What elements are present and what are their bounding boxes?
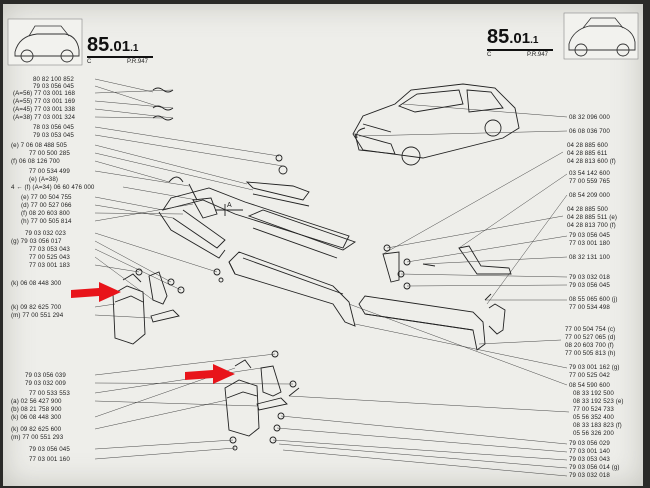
exploded-parts-diagram (71, 78, 570, 477)
part-number-label: 05 56 326 200 (573, 430, 614, 437)
part-number-label: 77 03 053 043 (29, 246, 70, 253)
part-number-label: 04 28 885 611 (567, 150, 608, 157)
dimension-label-a: A (227, 202, 232, 209)
part-number-label: 04 28 813 700 (f) (567, 222, 616, 229)
section-number-right: 85 (487, 26, 510, 48)
thumb-car-left (7, 18, 83, 66)
part-number-label: 77 00 524 733 (573, 406, 614, 413)
part-number-label: (A=38) 77 03 001 324 (13, 114, 76, 121)
part-number-label: (A=55) 77 03 001 169 (13, 98, 76, 105)
part-number-label: 08 33 192 523 (e) (573, 398, 624, 405)
part-number-label: 79 03 032 018 (569, 472, 610, 479)
revision-left: P.R.947 (127, 59, 148, 65)
part-number-label: (b) 08 21 758 900 (11, 406, 62, 413)
part-number-label: (g) 79 03 056 017 (11, 238, 62, 245)
section-sub: .01 (109, 38, 131, 55)
revision-right: P.R.947 (527, 52, 548, 58)
part-number-label: (k) 06 08 448 300 (11, 414, 62, 421)
part-number-label: 79 03 056 045 (33, 83, 74, 90)
part-number-label: 80 82 100 852 (33, 76, 74, 83)
part-number-label: (k) 06 08 448 300 (11, 280, 62, 287)
part-number-label: 04 28 885 600 (567, 142, 608, 149)
part-number-label: 03 54 142 600 (569, 170, 610, 177)
part-number-label: 77 03 001 160 (29, 456, 70, 463)
part-number-label: 04 28 885 500 (567, 206, 608, 213)
part-number-label: 08 33 192 500 (573, 390, 614, 397)
part-number-label: 04 28 885 511 (e) (567, 214, 618, 221)
car-front-icon (7, 18, 83, 66)
car-illustration (352, 83, 520, 166)
part-number-label: 08 54 590 600 (569, 382, 610, 389)
part-number-label: 77 03 001 180 (569, 240, 610, 247)
part-number-label: (d) 77 00 527 066 (21, 202, 72, 209)
part-number-label: 79 03 032 018 (569, 274, 610, 281)
catalog-page: 85.01.1 C P.R.947 85.01.1 C P.R.947 (3, 4, 643, 486)
part-number-label: 77 00 534 498 (569, 304, 610, 311)
red-arrow-icon (71, 282, 121, 302)
part-number-label: 79 03 056 045 (569, 282, 610, 289)
section-number: 85 (87, 34, 110, 56)
version-left: C (87, 59, 92, 65)
version-right: C (487, 52, 492, 58)
part-number-label: 08 32 096 000 (569, 114, 610, 121)
section-suffix-right: .1 (530, 35, 539, 46)
part-number-label: 77 03 001 140 (569, 448, 610, 455)
part-number-label: 08 33 183 823 (f) (573, 422, 622, 429)
part-number-label: 79 03 056 029 (569, 440, 610, 447)
part-number-label: (e) (A=38) (29, 176, 59, 183)
part-number-label: 77 00 525 043 (29, 254, 70, 261)
part-number-label: (m) 77 00 551 293 (11, 434, 64, 441)
section-sub-right: .01 (509, 30, 531, 47)
part-number-label: (m) 77 00 551 294 (11, 312, 64, 319)
part-number-label: (e) 77 00 504 755 (21, 194, 72, 201)
part-number-label: (h) 77 00 505 814 (21, 218, 72, 225)
part-number-label: (k) 09 82 625 700 (11, 304, 62, 311)
part-number-label: (a) 02 56 427 900 (11, 398, 62, 405)
part-number-label: 08 32 131 100 (569, 254, 610, 261)
part-number-label: 05 56 352 400 (573, 414, 614, 421)
red-arrow-icon (185, 364, 235, 384)
part-number-label: (A=56) 77 03 001 168 (13, 90, 76, 97)
part-number-label: 79 03 032 023 (25, 230, 66, 237)
part-number-label: 77 00 559 765 (569, 178, 610, 185)
part-number-label: 79 03 053 043 (569, 456, 610, 463)
part-number-label: (k) 09 82 625 600 (11, 426, 62, 433)
part-number-label: 08 55 065 600 (j) (569, 296, 618, 303)
part-number-label: 77 00 533 553 (29, 390, 70, 397)
part-number-label: 06 08 036 700 (569, 128, 610, 135)
part-number-label: 77 00 505 813 (h) (565, 350, 616, 357)
part-number-label: (f) 06 08 126 700 (11, 158, 60, 165)
part-number-label: (A=45) 77 03 001 338 (13, 106, 76, 113)
part-number-label: 77 00 527 065 (d) (565, 334, 616, 341)
thumb-car-right (563, 12, 639, 60)
part-number-label: 79 03 001 162 (g) (569, 364, 620, 371)
part-number-label: 4 ← (f) (A=34) 06 60 476 000 (11, 184, 95, 191)
part-number-label: 79 03 053 045 (33, 132, 74, 139)
part-number-label: 77 00 504 754 (c) (565, 326, 616, 333)
section-suffix: .1 (130, 43, 139, 54)
part-number-label: 04 28 813 600 (f) (567, 158, 616, 165)
part-number-label: 77 00 534 499 (29, 168, 70, 175)
part-number-label: (e) 7 06 08 488 505 (11, 142, 67, 149)
part-number-label: (f) 08 20 603 800 (21, 210, 70, 217)
part-number-label: 77 00 500 285 (29, 150, 70, 157)
part-number-label: 08 20 603 700 (f) (565, 342, 614, 349)
car-rear-icon (563, 12, 639, 60)
part-number-label: 77 03 001 183 (29, 262, 70, 269)
part-number-label: 77 00 525 042 (569, 372, 610, 379)
part-number-label: 79 03 056 014 (g) (569, 464, 620, 471)
part-number-label: 78 03 056 045 (33, 124, 74, 131)
part-number-label: 79 03 056 045 (569, 232, 610, 239)
part-number-label: 79 03 032 009 (25, 380, 66, 387)
part-number-label: 08 54 209 000 (569, 192, 610, 199)
part-number-label: 79 03 056 039 (25, 372, 66, 379)
part-number-label: 79 03 056 045 (29, 446, 70, 453)
